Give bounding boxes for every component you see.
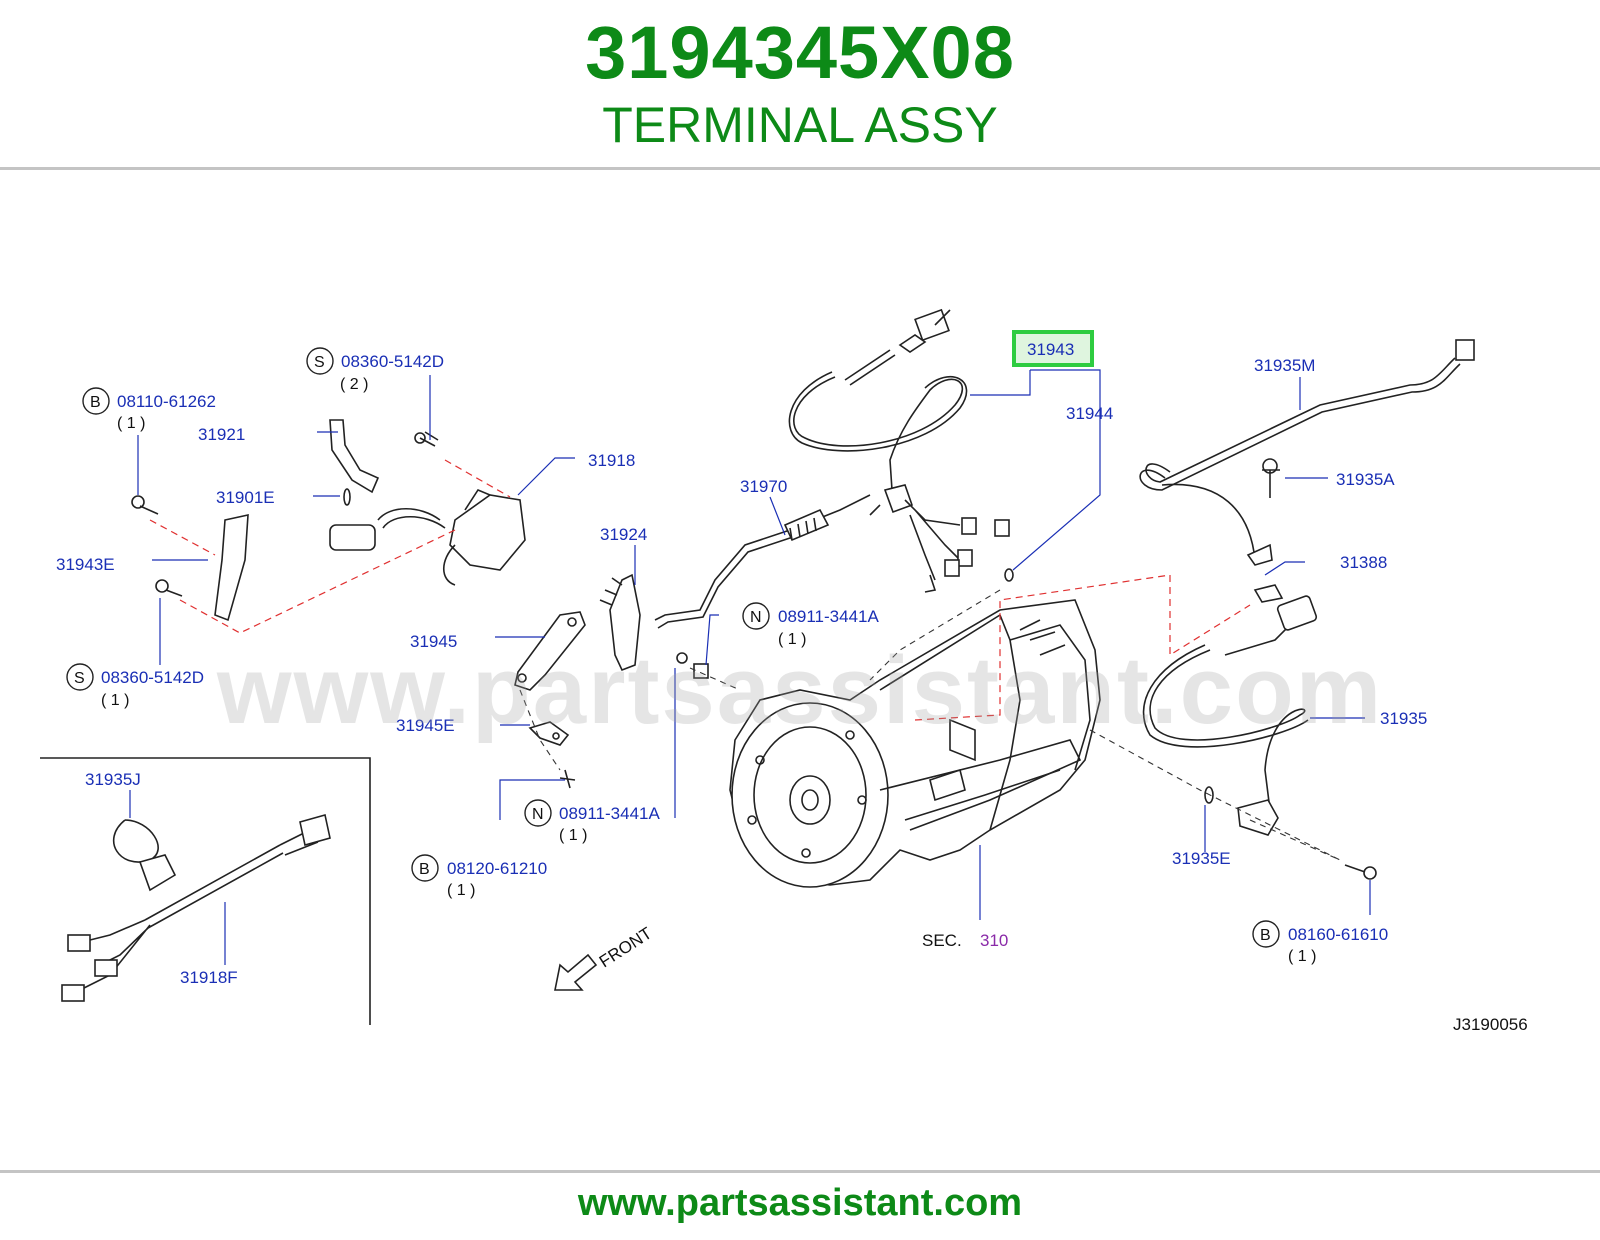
part-number: 3194345X08 [585, 11, 1015, 94]
footer-divider [0, 1170, 1600, 1173]
header-divider [0, 167, 1600, 170]
diagram-code: J3190056 [1453, 1015, 1528, 1034]
watermark: www.partsassistant.com [216, 637, 1384, 744]
fastener-qty: ( 1 ) [1288, 948, 1316, 965]
switch-31918-drawing [131, 419, 526, 622]
fastener-code: 08360-5142D [101, 668, 204, 687]
label-31945E[interactable]: 31945E [396, 716, 455, 735]
fastener-code: 08160-61610 [1288, 925, 1388, 944]
label-31924[interactable]: 31924 [600, 525, 647, 544]
fastener-n2[interactable]: N 08911-3441A ( 1 ) [524, 799, 660, 844]
part-name: TERMINAL ASSY [602, 97, 998, 153]
fastener-prefix: B [1260, 927, 1271, 944]
label-31921[interactable]: 31921 [198, 425, 245, 444]
label-31388[interactable]: 31388 [1340, 553, 1387, 572]
fastener-code: 08120-61210 [447, 859, 547, 878]
fastener-qty: ( 1 ) [447, 882, 475, 899]
relation-lines [149, 459, 1341, 861]
fastener-b2[interactable]: B 08120-61210 ( 1 ) [411, 854, 547, 899]
fastener-qty: ( 1 ) [559, 827, 587, 844]
label-31943[interactable]: 31943 [1027, 340, 1074, 359]
fastener-code: 08110-61262 [117, 392, 216, 411]
fastener-prefix: N [532, 806, 544, 823]
label-31918F[interactable]: 31918F [180, 968, 238, 987]
leader-lines [129, 369, 1371, 965]
fastener-prefix: S [74, 670, 85, 687]
transmission-drawing [729, 599, 1101, 888]
fastener-s1[interactable]: S 08360-5142D ( 2 ) [306, 347, 444, 393]
fastener-qty: ( 2 ) [340, 376, 368, 393]
sec-number[interactable]: 310 [980, 931, 1008, 950]
circle-badge [1252, 920, 1280, 948]
cable-31970-drawing [654, 494, 871, 629]
inset-harness-drawing [40, 757, 371, 1025]
circle-badge [66, 663, 94, 691]
fastener-qty: ( 1 ) [778, 631, 806, 648]
bracket-drawings [514, 573, 709, 789]
fastener-prefix: B [419, 861, 430, 878]
sec-prefix: SEC. [922, 931, 962, 950]
harness-31943-drawing [788, 308, 1010, 593]
fastener-qty: ( 1 ) [117, 415, 145, 432]
harness-31935-drawing [1004, 339, 1475, 880]
fastener-prefix: N [750, 609, 762, 626]
fastener-code: 08360-5142D [341, 352, 444, 371]
footer-url[interactable]: www.partsassistant.com [577, 1182, 1023, 1224]
label-31970[interactable]: 31970 [740, 477, 787, 496]
circle-badge [306, 347, 334, 375]
fastener-b3[interactable]: B 08160-61610 ( 1 ) [1252, 920, 1388, 965]
label-31918[interactable]: 31918 [588, 451, 635, 470]
fastener-s2[interactable]: S 08360-5142D ( 1 ) [66, 663, 204, 709]
label-31944[interactable]: 31944 [1066, 404, 1113, 423]
circle-badge [411, 854, 439, 882]
fastener-code: 08911-3441A [778, 607, 879, 626]
highlight-box-31943[interactable] [1012, 330, 1094, 367]
part-labels: 31944 31935M 31935A 31388 31935 31935E 3… [56, 356, 1427, 987]
circle-badge [82, 387, 110, 415]
label-31935J[interactable]: 31935J [85, 770, 141, 789]
circle-badge [524, 799, 552, 827]
label-31901E[interactable]: 31901E [216, 488, 275, 507]
label-31943E[interactable]: 31943E [56, 555, 115, 574]
fastener-code: 08911-3441A [559, 804, 660, 823]
label-31935E[interactable]: 31935E [1172, 849, 1231, 868]
parts-diagram: FRONT [40, 308, 1528, 1034]
fastener-prefix: B [90, 394, 101, 411]
label-31935A[interactable]: 31935A [1336, 470, 1395, 489]
fastener-qty: ( 1 ) [101, 692, 129, 709]
label-31935M[interactable]: 31935M [1254, 356, 1315, 375]
fastener-b1[interactable]: B 08110-61262 ( 1 ) [82, 387, 216, 432]
page-header: 3194345X08 TERMINAL ASSY [0, 0, 1600, 168]
front-label: FRONT [596, 924, 655, 972]
front-arrow: FRONT [554, 924, 655, 991]
fastener-n1[interactable]: N 08911-3441A ( 1 ) [742, 602, 879, 648]
label-31935[interactable]: 31935 [1380, 709, 1427, 728]
fastener-prefix: S [314, 354, 325, 371]
circle-badge [742, 602, 770, 630]
label-31945[interactable]: 31945 [410, 632, 457, 651]
